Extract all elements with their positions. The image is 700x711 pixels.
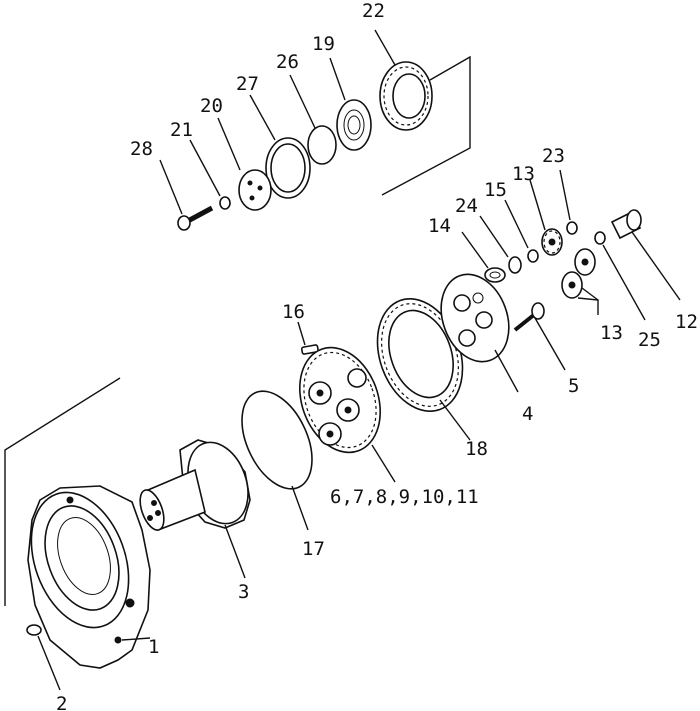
part-20-cover-plate [217,117,272,211]
part-25-snap-ring [594,231,646,321]
callout-15: 15 [484,179,507,201]
callout-13-lower: 13 [600,322,623,344]
part-3-shaft-carrier [139,439,251,579]
callout-27: 27 [236,73,259,95]
part-6-11-planet-carrier [298,346,396,483]
part-1-hub-housing [27,485,151,669]
callout-12: 12 [675,311,698,333]
callout-17: 17 [302,538,325,560]
callout-3: 3 [238,581,249,603]
callout-2: 2 [56,693,67,711]
part-24-snap-ring [479,215,522,274]
callout-25: 25 [638,329,661,351]
callout-14: 14 [428,215,451,237]
part-28-bolt [159,159,214,231]
callout-22: 22 [362,0,385,22]
part-2-plug [26,624,61,691]
callout-13-upper: 13 [512,163,535,185]
callout-20: 20 [200,95,223,117]
callout-4: 4 [522,403,533,425]
part-26-o-ring [289,74,337,165]
callout-5: 5 [568,375,579,397]
callout-18: 18 [465,438,488,460]
part-13-planet-gear-upper [529,179,563,256]
part-5-bolt [513,302,566,371]
callout-28: 28 [130,138,153,160]
part-19-bearing [329,57,372,151]
part-16-pin [297,321,319,355]
part-15-washer [504,199,539,263]
callout-26: 26 [276,51,299,73]
part-13-planet-gear-lower [561,248,599,315]
part-14-washer [461,231,506,283]
part-4-carrier-plate [440,273,519,393]
callout-labels: 1 2 3 4 5 6,7,8,9,10,11 12 13 13 14 15 1… [56,0,698,711]
callout-16: 16 [282,301,305,323]
callout-19: 19 [312,33,335,55]
part-23-snap-ring [559,169,578,235]
part-12-shaft-pin [610,209,681,301]
part-27-shim [249,94,311,199]
callout-23: 23 [542,145,565,167]
part-21-washer [189,139,231,210]
part-18-ring-gear [376,298,471,441]
callout-21: 21 [170,119,193,141]
part-17-snap-ring [241,390,313,531]
callout-6-11: 6,7,8,9,10,11 [330,486,479,508]
callout-24: 24 [455,195,478,217]
callout-1: 1 [148,636,159,658]
part-22-bearing [374,29,433,131]
